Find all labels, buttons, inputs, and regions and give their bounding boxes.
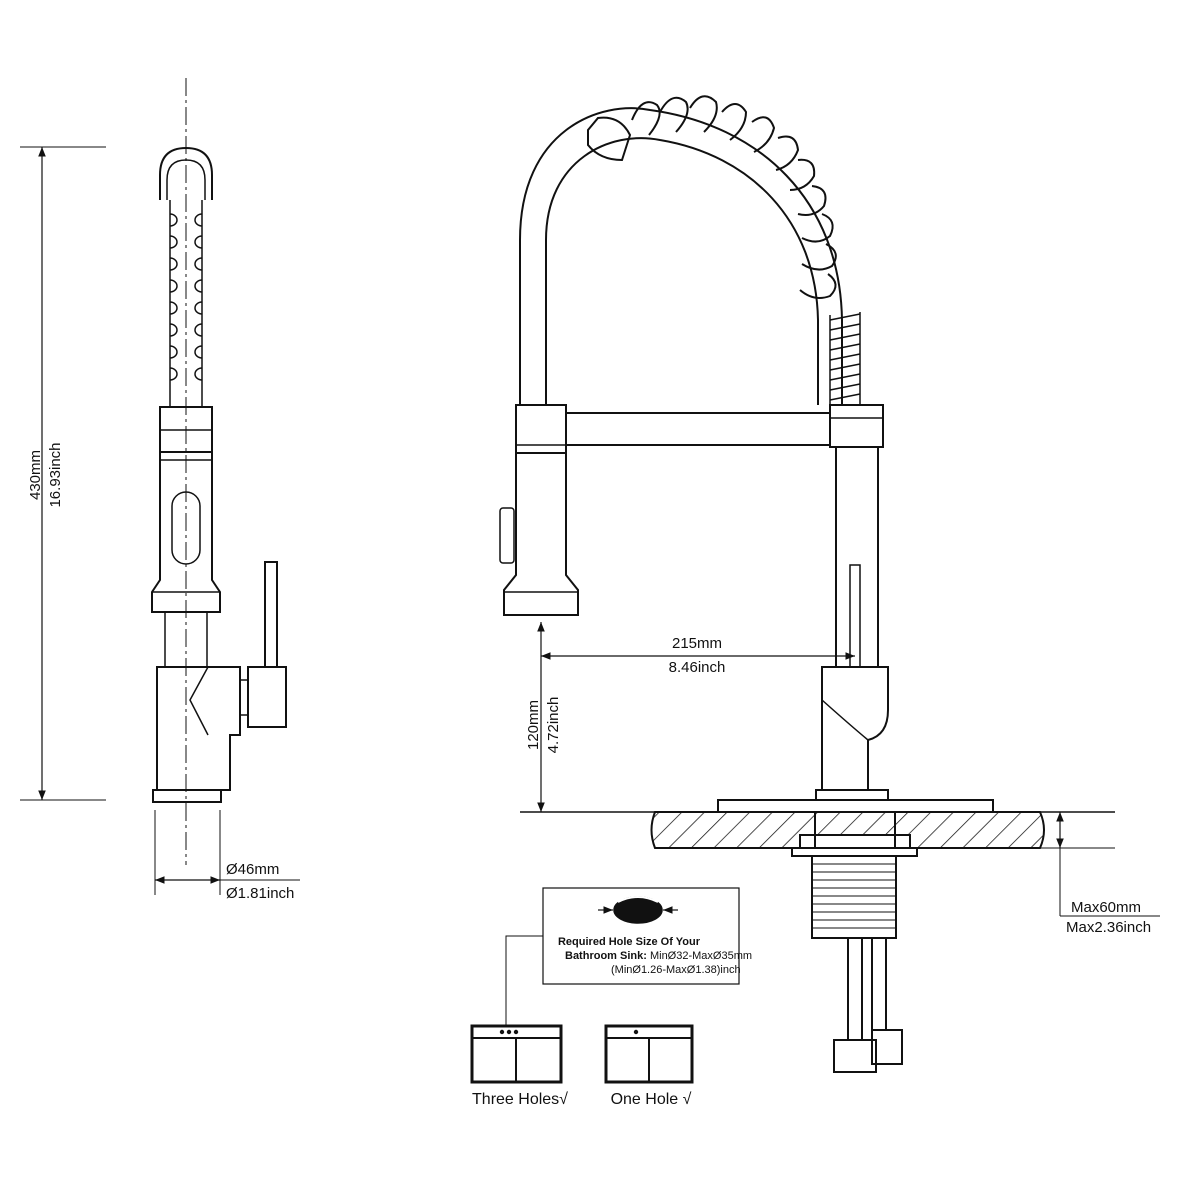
faucet-hole-dot <box>513 1029 519 1035</box>
label-one-hole: One Hole √ <box>611 1091 692 1108</box>
label-reach-inch: 8.46inch <box>669 659 726 676</box>
faucet-hole-dot <box>499 1029 505 1035</box>
label-clearance-mm: 120mm <box>525 700 542 750</box>
front-view <box>499 95 1160 1073</box>
countertop-section <box>650 811 1045 849</box>
hole-requirement <box>505 887 740 1026</box>
sprayer-body <box>151 452 221 613</box>
label-base-dia-mm: Ø46mm <box>226 861 279 878</box>
spring-coils <box>169 213 203 381</box>
mounting-shank <box>811 855 897 939</box>
spring-coil-loops <box>631 95 837 299</box>
column-collar <box>829 404 884 448</box>
label-reach-mm: 215mm <box>672 635 722 652</box>
hole-note-line3: (MinØ1.26-MaxØ1.38)inch <box>611 964 741 976</box>
side-view <box>20 78 300 895</box>
label-three-holes: Three Holes√ <box>472 1091 568 1108</box>
hose-arc <box>519 107 843 405</box>
label-height-inch: 16.93inch <box>47 442 64 507</box>
sprayer-head <box>503 453 579 616</box>
deck-plate <box>717 799 994 813</box>
hole-note-line2: Bathroom Sink: MinØ32-MaxØ35mm <box>565 950 752 962</box>
hole-note-line1: Required Hole Size Of Your <box>558 936 701 948</box>
spout-cap <box>159 146 213 200</box>
sink-option-one-hole <box>604 1024 694 1084</box>
hole-note-line2-rest: MinØ32-MaxØ35mm <box>647 950 752 962</box>
sink-option-three-holes <box>470 1024 563 1084</box>
label-deck-max-inch: Max2.36inch <box>1066 919 1151 936</box>
shank-threads <box>812 863 896 929</box>
handle-lever <box>264 561 278 668</box>
spring-wrap <box>829 312 861 405</box>
label-clearance-inch: 4.72inch <box>545 697 562 754</box>
hole-note-line2-bold: Bathroom Sink: <box>565 950 647 962</box>
label-deck-max-mm: Max60mm <box>1071 899 1141 916</box>
label-height-mm: 430mm <box>27 450 44 500</box>
faucet-hole-dot <box>506 1029 512 1035</box>
faucet-hole-dot <box>633 1029 639 1035</box>
label-base-dia-inch: Ø1.81inch <box>226 885 294 902</box>
